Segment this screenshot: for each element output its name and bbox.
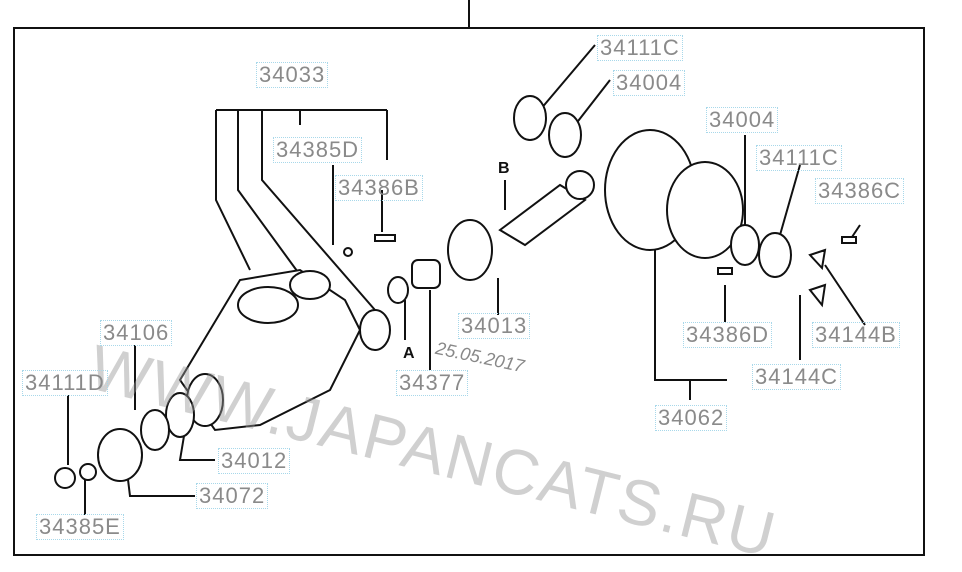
part-label-34012[interactable]: 34012 <box>218 448 291 474</box>
part-label-34033[interactable]: 34033 <box>256 62 329 88</box>
part-label-34386B[interactable]: 34386B <box>335 175 423 201</box>
part-label-34004-right[interactable]: 34004 <box>706 107 779 133</box>
part-label-34062[interactable]: 34062 <box>655 405 728 431</box>
part-label-34386C[interactable]: 34386C <box>815 178 905 204</box>
part-label-34111D[interactable]: 34111D <box>22 370 108 396</box>
ref-b: B <box>498 160 510 177</box>
part-label-34377[interactable]: 34377 <box>396 370 469 396</box>
part-label-34106[interactable]: 34106 <box>100 320 173 346</box>
part-label-34144B[interactable]: 34144B <box>812 322 900 348</box>
part-label-34111C-right[interactable]: 34111C <box>756 145 842 171</box>
part-label-34111C-top[interactable]: 34111C <box>597 35 683 61</box>
part-label-34072[interactable]: 34072 <box>196 483 269 509</box>
part-label-34385D[interactable]: 34385D <box>273 137 363 163</box>
ref-a: A <box>403 345 415 362</box>
part-label-34144C[interactable]: 34144C <box>752 364 842 390</box>
part-label-34004-top[interactable]: 34004 <box>613 70 686 96</box>
part-label-34386D[interactable]: 34386D <box>683 322 773 348</box>
part-label-34013[interactable]: 34013 <box>458 313 531 339</box>
part-label-34385E[interactable]: 34385E <box>36 514 124 540</box>
